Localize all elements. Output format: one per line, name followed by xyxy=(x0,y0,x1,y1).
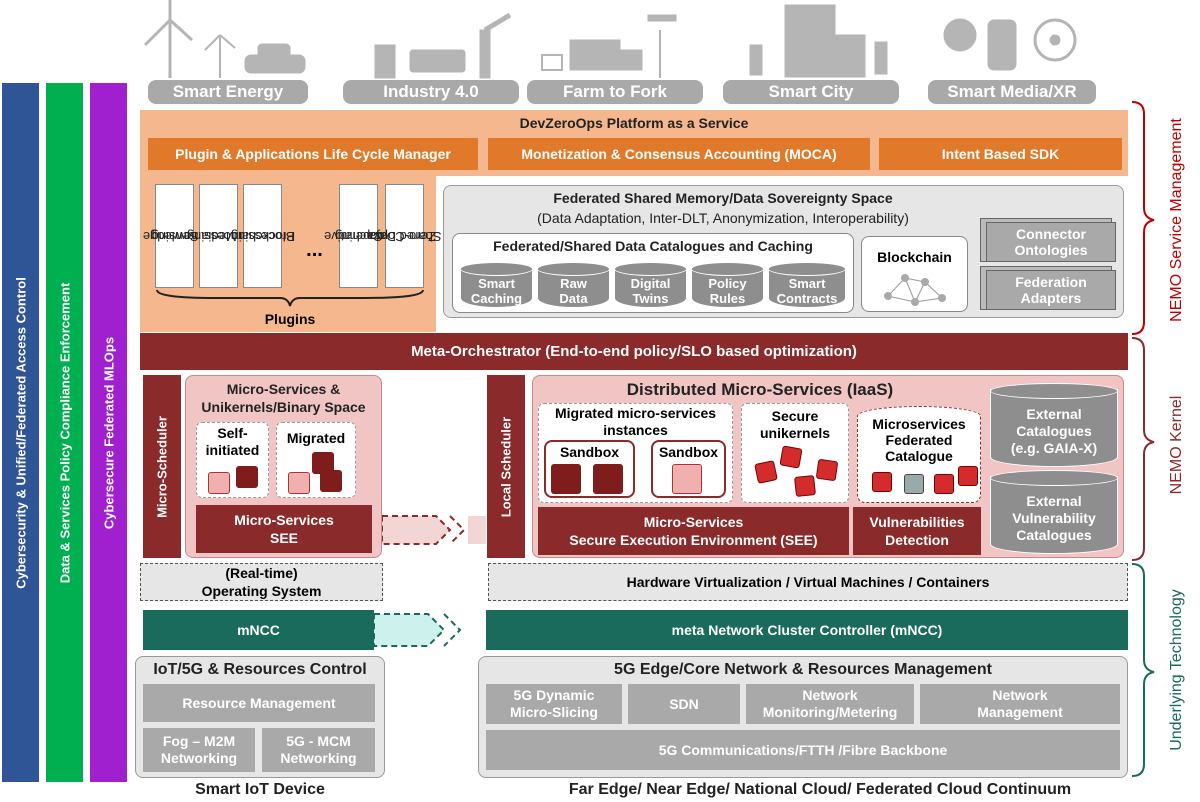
robot-arm-icon xyxy=(374,12,512,79)
microservice-square xyxy=(288,472,310,494)
edge-title: 5G Edge/Core Network & Resources Managem… xyxy=(614,661,992,678)
local-scheduler: Local Scheduler xyxy=(487,375,525,558)
sandbox-2-label: Sandbox xyxy=(658,444,719,460)
truck-icon xyxy=(541,14,677,78)
migrated-label: Migrated xyxy=(286,430,346,446)
policy-enforcement-bar: Data & Services Policy Compliance Enforc… xyxy=(46,83,83,782)
plugins-ellipsis: ... xyxy=(306,238,323,261)
blockchain-network-icon xyxy=(884,274,946,306)
platform-title: DevZeroOps Platform as a Service xyxy=(519,115,749,131)
sandbox-1-label: Sandbox xyxy=(559,444,620,460)
sdn: SDN xyxy=(628,684,740,724)
blockchain-label: Blockchain xyxy=(877,249,952,265)
car-icon xyxy=(244,43,306,74)
nemo-kernel-label: NEMO Kernel xyxy=(1168,395,1185,495)
fsm-title: Federated Shared Memory/Data Sovereignty… xyxy=(553,190,893,206)
meta-orchestrator: Meta-Orchestrator (End-to-end policy/SLO… xyxy=(140,333,1128,370)
meta-network-cluster-controller: meta Network Cluster Controller (mNCC) xyxy=(486,610,1128,650)
vertical-icons xyxy=(143,0,1077,79)
microservice-square xyxy=(312,452,334,474)
micro-scheduler: Micro-Scheduler xyxy=(143,375,181,558)
unikernel-square xyxy=(815,458,839,482)
vr-icon xyxy=(943,18,1077,71)
mncc: mNCC xyxy=(143,610,374,650)
intent-sdk: Intent Based SDK xyxy=(879,138,1122,170)
plugins-brace xyxy=(156,289,424,307)
fibre-backbone: 5G Communications/FTTH /Fibre Backbone xyxy=(486,730,1120,770)
resource-management: Resource Management xyxy=(143,684,375,722)
catalogue-square xyxy=(958,466,978,486)
realtime-os: (Real-time)Operating System xyxy=(140,563,383,601)
lifecycle-manager: Plugin & Applications Life Cycle Manager xyxy=(148,138,478,170)
vertical-industry: Industry 4.0 xyxy=(343,80,519,104)
microservice-square xyxy=(551,464,581,494)
iot-title: IoT/5G & Resources Control xyxy=(153,661,367,678)
fsm-subtitle: (Data Adaptation, Inter-DLT, Anonymizati… xyxy=(537,210,909,226)
plugins-label: Plugins xyxy=(264,311,316,327)
unikernel-square xyxy=(779,445,803,469)
moca-box: Monetization & Consensus Accounting (MOC… xyxy=(488,138,870,170)
smart-iot-device-label: Smart IoT Device xyxy=(195,781,325,798)
unikernel-square xyxy=(794,475,816,497)
distributed-title: Distributed Micro-Services (IaaS) xyxy=(626,380,894,399)
microservice-square xyxy=(672,464,702,494)
microservice-square xyxy=(320,470,342,492)
service-management-label: NEMO Service Management xyxy=(1168,118,1185,322)
microservice-square xyxy=(236,466,258,488)
migration-arrow-icon xyxy=(382,515,486,545)
unikernel-square xyxy=(754,460,778,484)
microservice-square xyxy=(593,464,623,494)
cloud-continuum-label: Far Edge/ Near Edge/ National Cloud/ Fed… xyxy=(568,781,1072,798)
microservice-square xyxy=(208,472,230,494)
vertical-smart-media: Smart Media/XR xyxy=(928,80,1096,104)
vertical-farm-to-fork: Farm to Fork xyxy=(527,80,703,104)
catalogue-square xyxy=(872,472,892,492)
mncc-arrow-icon xyxy=(374,613,462,647)
vertical-smart-energy: Smart Energy xyxy=(148,80,308,104)
right-braces xyxy=(1131,101,1155,777)
underlying-technology-label: Underlying Technology xyxy=(1168,589,1185,751)
hardware-virtualization: Hardware Virtualization / Virtual Machin… xyxy=(488,563,1128,601)
city-icon xyxy=(749,4,888,78)
mlops-bar: Cybersecure Federated MLOps xyxy=(90,83,127,782)
catalogue-square xyxy=(934,474,954,494)
vertical-smart-city: Smart City xyxy=(723,80,899,104)
catalogues-title: Federated/Shared Data Catalogues and Cac… xyxy=(493,238,813,254)
cybersecurity-bar: Cybersecurity & Unified/Federated Access… xyxy=(2,83,39,782)
wind-turbine-icon xyxy=(143,0,236,78)
self-initiated-label: Self-initiated xyxy=(205,425,260,458)
left-kernel-title: Micro-Services &Unikernels/Binary Space xyxy=(201,381,366,415)
catalogue-square xyxy=(904,474,924,494)
